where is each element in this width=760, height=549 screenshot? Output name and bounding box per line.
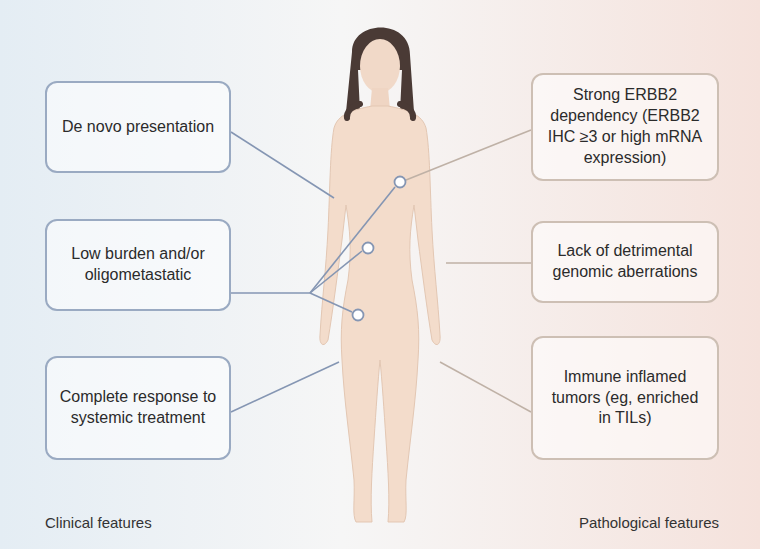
feature-box: Lack of detrimental genomic aberrations (531, 221, 719, 303)
leader-lines-pathological (406, 130, 531, 412)
feature-box: Strong ERBB2 dependency (ERBB2 IHC ≥3 or… (531, 73, 719, 180)
feature-text: Complete response to systemic treatment (59, 387, 217, 429)
lesion-markers (353, 177, 406, 321)
feature-text: Immune inflamed tumors (eg, enriched in … (545, 367, 705, 429)
feature-box: Immune inflamed tumors (eg, enriched in … (531, 336, 719, 460)
leader-lines-clinical (231, 132, 395, 412)
section-label: Pathological features (579, 514, 719, 531)
feature-box: Low burden and/or oligometastatic (45, 219, 231, 311)
feature-text: Lack of detrimental genomic aberrations (545, 241, 705, 283)
feature-text: De novo presentation (62, 117, 214, 138)
feature-text: Strong ERBB2 dependency (ERBB2 IHC ≥3 or… (545, 85, 705, 168)
woman-figure (320, 28, 440, 522)
feature-box: De novo presentation (45, 81, 231, 173)
section-label: Clinical features (45, 514, 152, 531)
feature-box: Complete response to systemic treatment (45, 356, 231, 460)
feature-text: Low burden and/or oligometastatic (59, 244, 217, 286)
